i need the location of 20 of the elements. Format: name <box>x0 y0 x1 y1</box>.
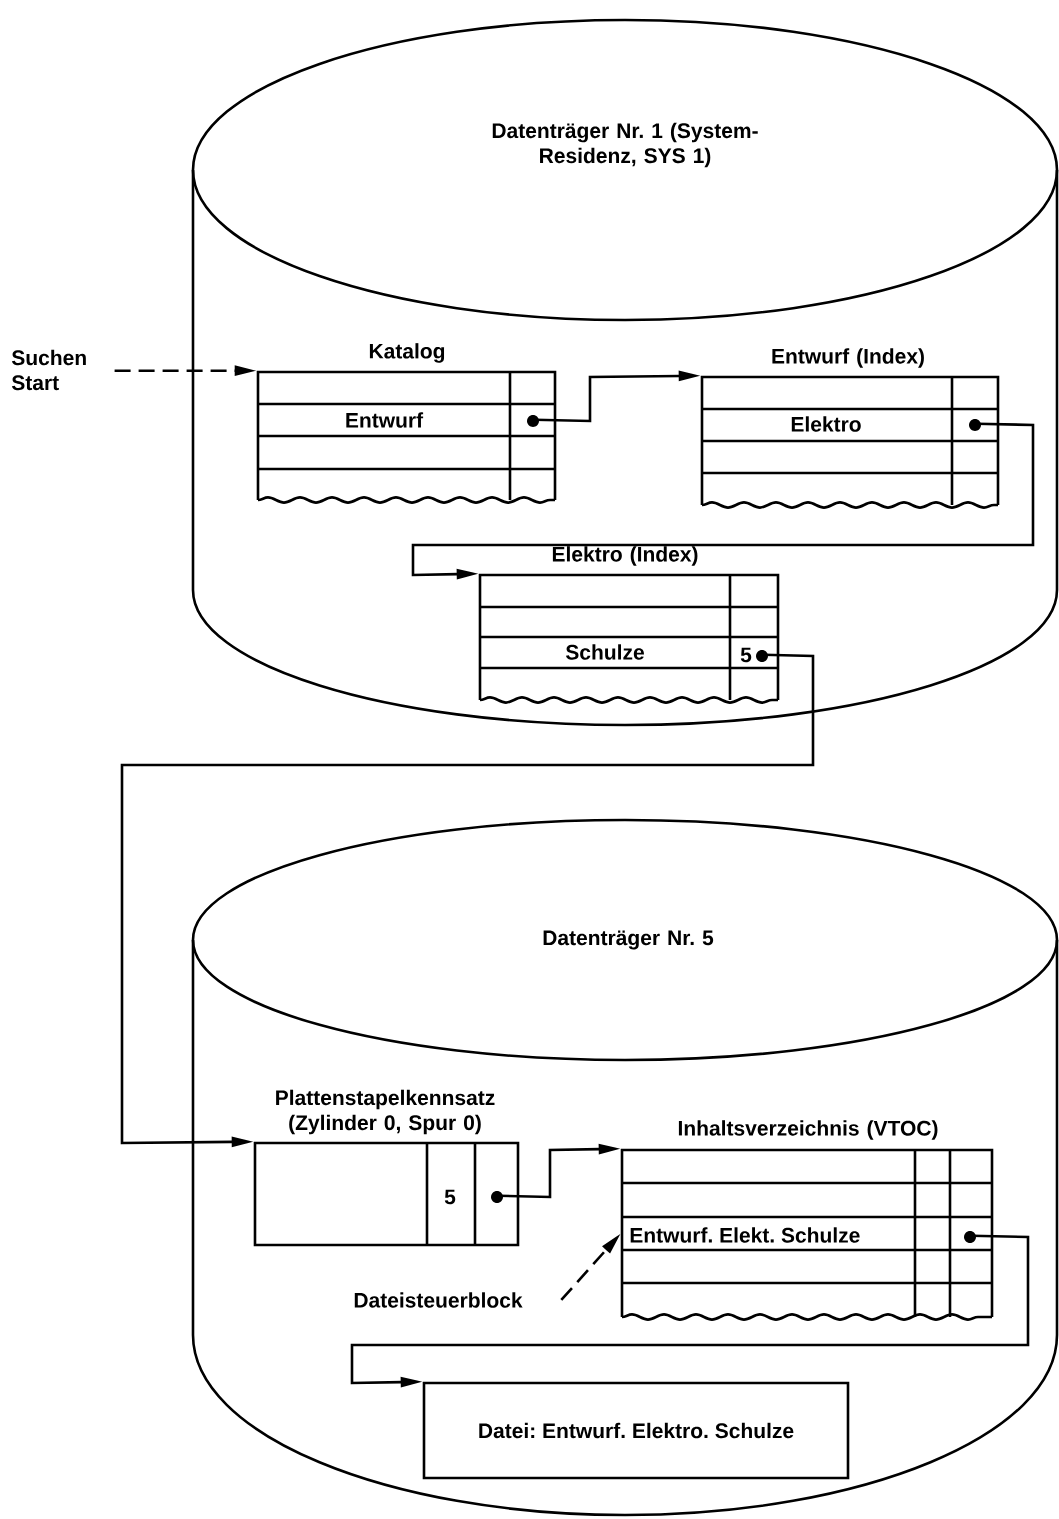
arrow <box>411 422 1035 580</box>
file-box: Datei: Entwurf. Elektro. Schulze <box>422 1381 850 1480</box>
arrow <box>350 1234 1030 1388</box>
node-label: Inhaltsverzeichnis (VTOC) <box>678 1120 938 1140</box>
record-table: Katalog Entwurf <box>256 343 557 504</box>
node-label: Schulze <box>565 644 644 660</box>
record-table: Entwurf (Index) Elektro <box>700 348 1000 509</box>
node-label: Elektro (Index) <box>552 546 698 566</box>
record-table: Elektro (Index) Schulze 5 <box>478 546 780 704</box>
node-label: Elektro <box>791 416 861 432</box>
record-table: Inhaltsverzeichnis (VTOC) Entwurf. Elekt. Schulze <box>620 1120 994 1321</box>
node-label: Entwurf (Index) <box>772 348 924 368</box>
node-label: 5 <box>740 647 752 663</box>
node-label: Katalog <box>369 343 445 363</box>
annotation-text: Dateisteuerblock <box>354 1292 523 1308</box>
record-table: Plattenstapelkennsatz (Zylinder 0, Spur 0) 5 <box>253 1089 520 1247</box>
node-label: Entwurf <box>346 412 424 428</box>
node-label: Entwurf. Elekt. Schulze <box>630 1227 860 1243</box>
node-label: Plattenstapelkennsatz (Zylinder 0, Spur 0) <box>276 1089 495 1135</box>
annotation-text: Suchen Start <box>11 349 86 391</box>
